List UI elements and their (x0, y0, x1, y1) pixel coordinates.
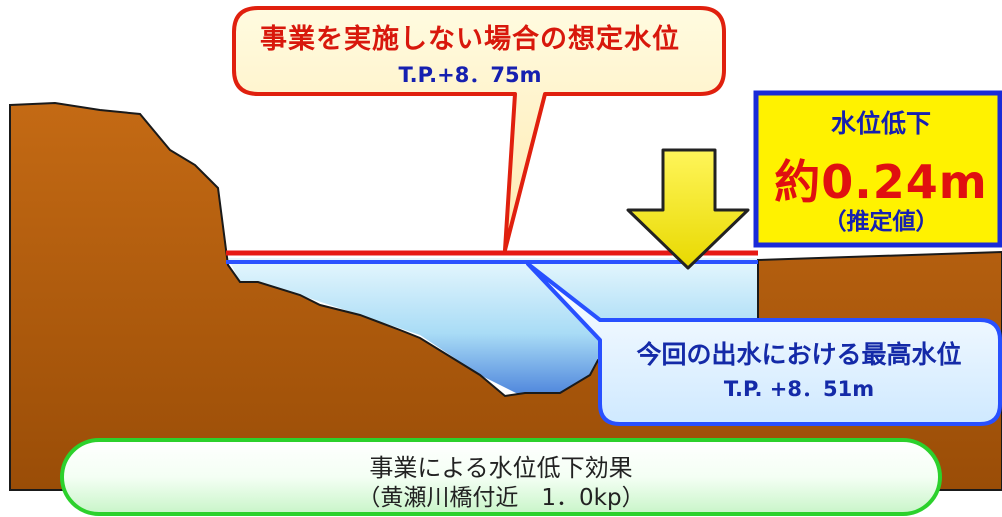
water-drop-box-paper (762, 99, 994, 240)
callout-actual-bubble (526, 262, 1002, 426)
water-drop-value: 約0.24m (774, 155, 988, 209)
callout-no-project-level: T.P.+8．75m (398, 63, 542, 87)
callout-no-project-bubble (232, 6, 726, 252)
callout-actual-level: T.P. +8．51m (723, 377, 875, 401)
water-drop-note: （推定値） (823, 209, 939, 235)
callout-actual-title: 今回の出水における最高水位 (636, 340, 962, 369)
callout-no-project-title: 事業を実施しない場合の想定水位 (260, 24, 680, 55)
down-arrow-icon (626, 148, 750, 270)
water-drop-label: 水位低下 (830, 109, 931, 138)
bottom-effect-location: （黄瀬川橋付近 1．0kp） (357, 485, 645, 511)
bottom-effect-bar (60, 438, 942, 516)
bottom-effect-title: 事業による水位低下効果 (369, 454, 633, 482)
